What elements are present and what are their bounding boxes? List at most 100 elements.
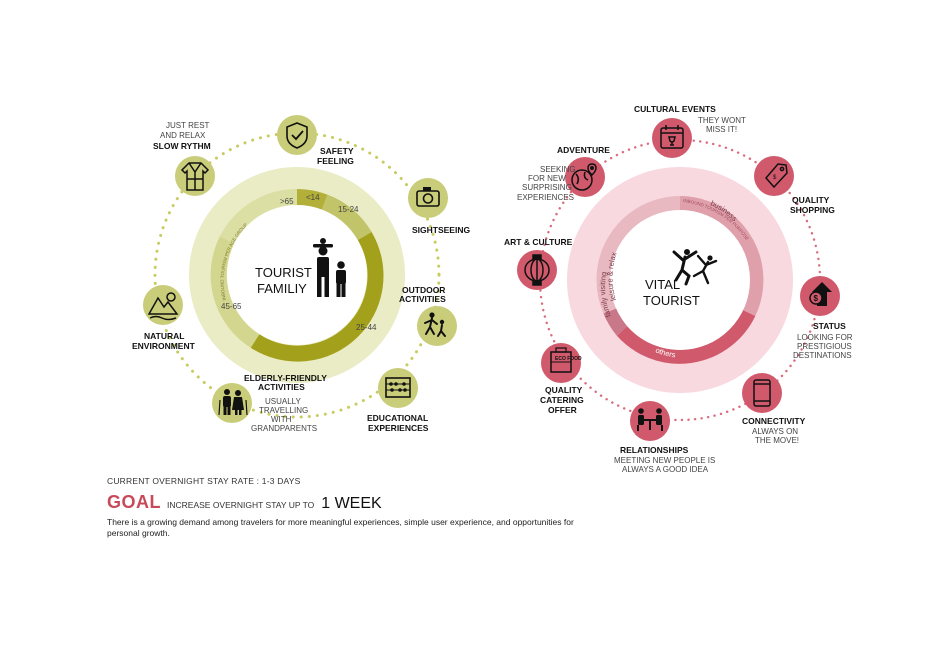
svg-text:SIGHTSEEING: SIGHTSEEING [412, 225, 470, 235]
vital-purpose-ring [596, 196, 764, 364]
svg-text:CATERING: CATERING [540, 395, 584, 405]
ring-segment-family-visiting [603, 308, 628, 336]
svg-text:ADVENTURE: ADVENTURE [557, 145, 610, 155]
family-title-line1: TOURIST [255, 265, 312, 280]
tourist-family-diagram: INBOUND TOURISM PER AGE GROUP >65 <14 15… [132, 115, 470, 433]
svg-text:CULTURAL EVENTS: CULTURAL EVENTS [634, 104, 716, 114]
dancers-pictogram-icon [672, 249, 718, 286]
svg-text:LOOKING FOR: LOOKING FOR [797, 333, 853, 342]
vital-node-status: $ STATUS LOOKING FOR PRESTIGIOUS DESTINA… [793, 276, 853, 360]
family-node-safety: SAFETY FEELING [277, 115, 354, 166]
family-node-educational: EDUCATIONAL EXPERIENCES [367, 368, 429, 433]
eco-food-label: ECO FOOD [555, 356, 582, 362]
goal-section: CURRENT OVERNIGHT STAY RATE : 1-3 DAYS G… [107, 476, 587, 539]
ring-segment-15-24 [321, 194, 372, 241]
goal-description: There is a growing demand among traveler… [107, 517, 574, 538]
svg-text:$: $ [814, 294, 819, 303]
svg-text:SURPRISING: SURPRISING [522, 183, 572, 192]
svg-text:STATUS: STATUS [813, 321, 846, 331]
family-node-elderly: ELDERLY-FRIENDLY ACTIVITIES USUALLY TRAV… [212, 373, 327, 433]
family-node-natural: NATURAL ENVIRONMENT [132, 285, 196, 351]
family-pictogram-icon [313, 238, 346, 297]
vital-node-relationships: RELATIONSHIPS MEETING NEW PEOPLE IS ALWA… [614, 401, 715, 474]
svg-text:RELATIONSHIPS: RELATIONSHIPS [620, 445, 689, 455]
svg-text:ALWAYS A GOOD IDEA: ALWAYS A GOOD IDEA [622, 465, 709, 474]
ring-segment-over65 [219, 188, 298, 244]
elderly-couple-icon [218, 389, 248, 416]
ring-segment-others [616, 309, 756, 364]
family-center-disc [227, 205, 367, 345]
svg-text:THEY WONT: THEY WONT [698, 116, 746, 125]
svg-text:OFFER: OFFER [548, 405, 577, 415]
age-label-25-44: 25-44 [356, 323, 377, 332]
smartphone-icon [753, 379, 771, 407]
ring-segment-under14 [296, 189, 328, 210]
age-label-15-24: 15-24 [338, 205, 359, 214]
vital-center-disc [610, 210, 750, 350]
goal-line: GOAL INCREASE OVERNIGHT STAY UP TO 1 WEE… [107, 492, 587, 513]
camera-icon [416, 187, 440, 207]
svg-text:ALWAYS ON: ALWAYS ON [752, 427, 798, 436]
svg-text:FOR NEW: FOR NEW [528, 174, 566, 183]
age-label-45-65: 45-65 [221, 302, 242, 311]
family-node-sightseeing: SIGHTSEEING [408, 178, 470, 235]
vital-tourist-diagram: INBOUND TOURISM PER PURPOSE leisure & re… [504, 104, 853, 474]
svg-text:EXPERIENCES: EXPERIENCES [368, 423, 429, 433]
ring-segment-25-44 [250, 231, 384, 362]
age-label-under14: <14 [306, 193, 320, 202]
vital-node-adventure: ADVENTURE SEEKING FOR NEW SURPRISING EXP… [517, 145, 610, 202]
svg-text:USUALLY: USUALLY [265, 397, 302, 406]
goal-heading: GOAL [107, 492, 161, 512]
family-age-ring [210, 188, 384, 362]
family-node-outdoor: OUTDOOR ACTIVITIES [399, 285, 457, 346]
svg-text:$: $ [773, 175, 777, 181]
mountain-sun-icon [147, 292, 179, 321]
svg-text:DESTINATIONS: DESTINATIONS [793, 351, 852, 360]
ring-segment-45-65 [210, 236, 260, 348]
vital-title-line1: VITAL [645, 277, 680, 292]
svg-text:FEELING: FEELING [317, 156, 354, 166]
svg-text:PRESTIGIOUS: PRESTIGIOUS [797, 342, 852, 351]
segment-label-leisure: leisure & relax [606, 251, 619, 302]
svg-text:EDUCATIONAL: EDUCATIONAL [367, 413, 428, 423]
shield-check-icon [286, 122, 308, 149]
svg-text:MEETING NEW PEOPLE IS: MEETING NEW PEOPLE IS [614, 456, 715, 465]
dollar-up-icon: $ [809, 282, 832, 306]
globe-pin-icon [571, 163, 597, 191]
vital-node-catering: ECO FOOD QUALITY CATERING OFFER [540, 343, 584, 415]
vital-node-art-culture: ART & CULTURE [504, 237, 573, 290]
svg-text:MISS IT!: MISS IT! [706, 125, 737, 134]
svg-text:JUST REST: JUST REST [166, 121, 210, 130]
calendar-icon [660, 125, 684, 149]
svg-text:SAFETY: SAFETY [320, 146, 354, 156]
svg-text:ELDERLY-FRIENDLY: ELDERLY-FRIENDLY [244, 373, 327, 383]
family-node-slow-rythm: JUST REST AND RELAX SLOW RYTHM [153, 121, 215, 196]
vital-title-line2: TOURIST [643, 293, 700, 308]
vital-node-cultural-events: CULTURAL EVENTS THEY WONT MISS IT! [634, 104, 746, 158]
svg-text:ACTIVITIES: ACTIVITIES [399, 294, 446, 304]
svg-text:AND RELAX: AND RELAX [160, 131, 206, 140]
svg-text:ART & CULTURE: ART & CULTURE [504, 237, 573, 247]
svg-text:THE MOVE!: THE MOVE! [755, 436, 799, 445]
svg-text:SLOW RYTHM: SLOW RYTHM [153, 141, 211, 151]
meeting-people-icon [637, 408, 663, 431]
svg-text:NATURAL: NATURAL [144, 331, 184, 341]
age-label-over65: >65 [280, 197, 294, 206]
running-family-icon [424, 312, 446, 337]
svg-text:QUALITY: QUALITY [792, 195, 830, 205]
bathrobe-icon [180, 162, 210, 191]
svg-text:CONNECTIVITY: CONNECTIVITY [742, 416, 806, 426]
svg-text:OUTDOOR: OUTDOOR [402, 285, 445, 295]
svg-text:QUALITY: QUALITY [545, 385, 583, 395]
goal-text: INCREASE OVERNIGHT STAY UP TO [167, 500, 315, 510]
current-stay-rate: CURRENT OVERNIGHT STAY RATE : 1-3 DAYS [107, 476, 301, 486]
goal-value: 1 WEEK [321, 495, 382, 512]
vital-node-connectivity: CONNECTIVITY ALWAYS ON THE MOVE! [742, 373, 806, 445]
lantern-icon [524, 254, 550, 286]
eco-food-icon: ECO FOOD [550, 347, 582, 373]
vital-node-quality-shopping: $ QUALITY SHOPPING [754, 156, 835, 215]
family-dotted-orbit [153, 131, 441, 419]
ring-segment-business [679, 196, 764, 316]
price-tag-icon: $ [765, 163, 788, 189]
